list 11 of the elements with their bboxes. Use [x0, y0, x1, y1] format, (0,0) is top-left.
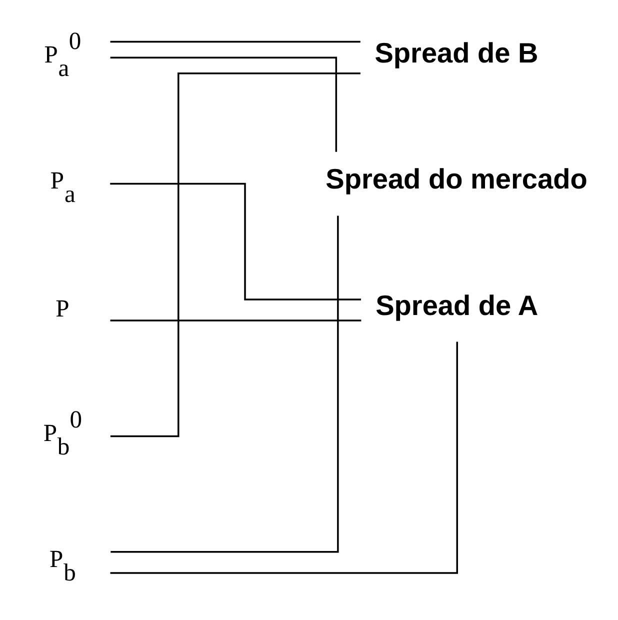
connector [110, 342, 458, 574]
node-text: P [56, 295, 70, 322]
connector [110, 72, 360, 438]
connector [110, 40, 360, 43]
connector [110, 320, 362, 322]
connector [110, 216, 339, 553]
node-text: Spread de A [376, 290, 538, 321]
connector [110, 182, 361, 300]
connector [110, 56, 338, 152]
node-text: Spread de B [374, 37, 538, 68]
node-text: Spread do mercado [326, 164, 588, 195]
